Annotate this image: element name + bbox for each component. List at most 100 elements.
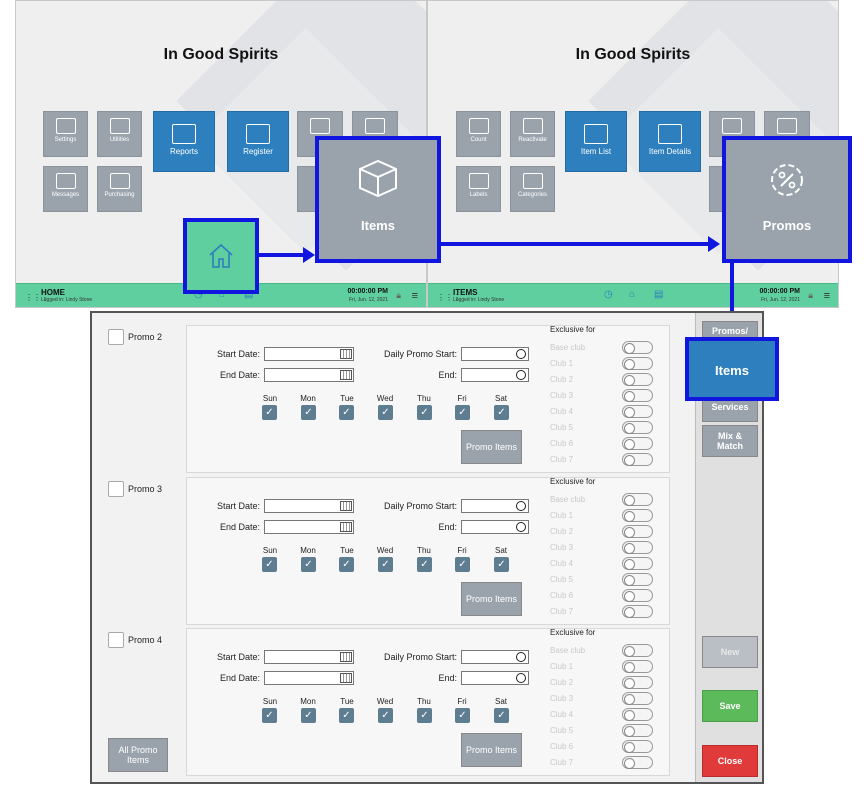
reports-tile[interactable]: Reports (153, 111, 215, 172)
club-toggle[interactable] (622, 660, 653, 673)
club-toggle[interactable] (622, 389, 653, 402)
promo-items-button[interactable]: Promo Items (461, 733, 522, 767)
clock-icon[interactable] (516, 349, 526, 359)
day-checkbox[interactable]: ✓ (378, 405, 393, 420)
day-checkbox[interactable]: ✓ (417, 557, 432, 572)
club-toggle[interactable] (622, 557, 653, 570)
register-icon[interactable]: ▤ (244, 289, 254, 300)
day-checkbox[interactable]: ✓ (494, 557, 509, 572)
clock-icon[interactable] (516, 673, 526, 683)
register-tile[interactable]: Register (227, 111, 289, 172)
day-checkbox[interactable]: ✓ (262, 405, 277, 420)
lock-icon[interactable]: 🔒︎ (808, 290, 813, 300)
clock-icon[interactable] (516, 501, 526, 511)
grid-icon[interactable]: ⋮⋮⋮ (25, 293, 49, 302)
club-toggle[interactable] (622, 573, 653, 586)
daily-end-field[interactable] (461, 520, 529, 534)
reactivate-tile[interactable]: Reactivate (510, 111, 555, 157)
club-toggle[interactable] (622, 421, 653, 434)
history-icon[interactable]: ◷ (604, 289, 613, 300)
end-date-field[interactable] (264, 671, 354, 685)
count-tile[interactable]: Count (456, 111, 501, 157)
new-button[interactable]: New (702, 636, 758, 668)
day-checkbox[interactable]: ✓ (378, 557, 393, 572)
daily-end-field[interactable] (461, 671, 529, 685)
calendar-icon[interactable] (340, 673, 352, 683)
daily-start-field[interactable] (461, 650, 529, 664)
all-promo-items-button[interactable]: All Promo Items (108, 738, 168, 772)
daily-start-field[interactable] (461, 499, 529, 513)
home-icon[interactable]: ⌂ (629, 289, 636, 300)
grid-icon[interactable]: ⋮⋮⋮ (437, 293, 461, 302)
end-date-field[interactable] (264, 368, 354, 382)
day-checkbox[interactable]: ✓ (301, 557, 316, 572)
club-toggle[interactable] (622, 724, 653, 737)
day-checkbox[interactable]: ✓ (417, 405, 432, 420)
home-icon[interactable]: ⌂ (219, 289, 226, 300)
day-checkbox[interactable]: ✓ (378, 708, 393, 723)
club-toggle[interactable] (622, 740, 653, 753)
item-list-tile[interactable]: Item List (565, 111, 627, 172)
end-date-field[interactable] (264, 520, 354, 534)
promo-checkbox[interactable] (108, 481, 124, 497)
club-toggle[interactable] (622, 708, 653, 721)
club-toggle[interactable] (622, 341, 653, 354)
day-checkbox[interactable]: ✓ (455, 708, 470, 723)
menu-icon[interactable]: ≡ (823, 290, 830, 302)
clock-icon[interactable] (516, 370, 526, 380)
calendar-icon[interactable] (340, 370, 352, 380)
day-checkbox[interactable]: ✓ (339, 708, 354, 723)
items-tab-callout[interactable]: Items (685, 337, 779, 401)
utilities-tile[interactable]: Utilities (97, 111, 142, 157)
promo-items-button[interactable]: Promo Items (461, 430, 522, 464)
club-toggle[interactable] (622, 541, 653, 554)
day-checkbox[interactable]: ✓ (494, 405, 509, 420)
labels-tile[interactable]: Labels (456, 166, 501, 212)
item-details-tile[interactable]: Item Details (639, 111, 701, 172)
calendar-icon[interactable] (340, 522, 352, 532)
club-toggle[interactable] (622, 493, 653, 506)
register-icon[interactable]: ▤ (654, 289, 664, 300)
club-toggle[interactable] (622, 589, 653, 602)
day-checkbox[interactable]: ✓ (417, 708, 432, 723)
day-checkbox[interactable]: ✓ (455, 405, 470, 420)
daily-end-field[interactable] (461, 368, 529, 382)
day-checkbox[interactable]: ✓ (339, 557, 354, 572)
promo-items-button[interactable]: Promo Items (461, 582, 522, 616)
mix-match-tab[interactable]: Mix & Match (702, 425, 758, 457)
day-checkbox[interactable]: ✓ (339, 405, 354, 420)
messages-tile[interactable]: Messages (43, 166, 88, 212)
day-checkbox[interactable]: ✓ (494, 708, 509, 723)
purchasing-tile[interactable]: Purchasing (97, 166, 142, 212)
club-toggle[interactable] (622, 676, 653, 689)
calendar-icon[interactable] (340, 501, 352, 511)
items-callout[interactable]: Items (315, 136, 441, 263)
club-toggle[interactable] (622, 525, 653, 538)
day-checkbox[interactable]: ✓ (301, 405, 316, 420)
club-toggle[interactable] (622, 692, 653, 705)
calendar-icon[interactable] (340, 652, 352, 662)
club-toggle[interactable] (622, 605, 653, 618)
promo-checkbox-group[interactable]: Promo 2 (108, 329, 162, 345)
promo-checkbox[interactable] (108, 329, 124, 345)
club-toggle[interactable] (622, 437, 653, 450)
promos-callout[interactable]: Promos (722, 136, 852, 263)
club-toggle[interactable] (622, 405, 653, 418)
club-toggle[interactable] (622, 373, 653, 386)
start-date-field[interactable] (264, 650, 354, 664)
start-date-field[interactable] (264, 499, 354, 513)
day-checkbox[interactable]: ✓ (262, 708, 277, 723)
categories-tile[interactable]: Categories (510, 166, 555, 212)
save-button[interactable]: Save (702, 690, 758, 722)
close-button[interactable]: Close (702, 745, 758, 777)
calendar-icon[interactable] (340, 349, 352, 359)
club-toggle[interactable] (622, 509, 653, 522)
club-toggle[interactable] (622, 453, 653, 466)
settings-tile[interactable]: Settings (43, 111, 88, 157)
history-icon[interactable]: ◷ (194, 289, 203, 300)
menu-icon[interactable]: ≡ (411, 290, 418, 302)
daily-start-field[interactable] (461, 347, 529, 361)
clock-icon[interactable] (516, 522, 526, 532)
club-toggle[interactable] (622, 357, 653, 370)
lock-icon[interactable]: 🔒︎ (396, 290, 401, 300)
